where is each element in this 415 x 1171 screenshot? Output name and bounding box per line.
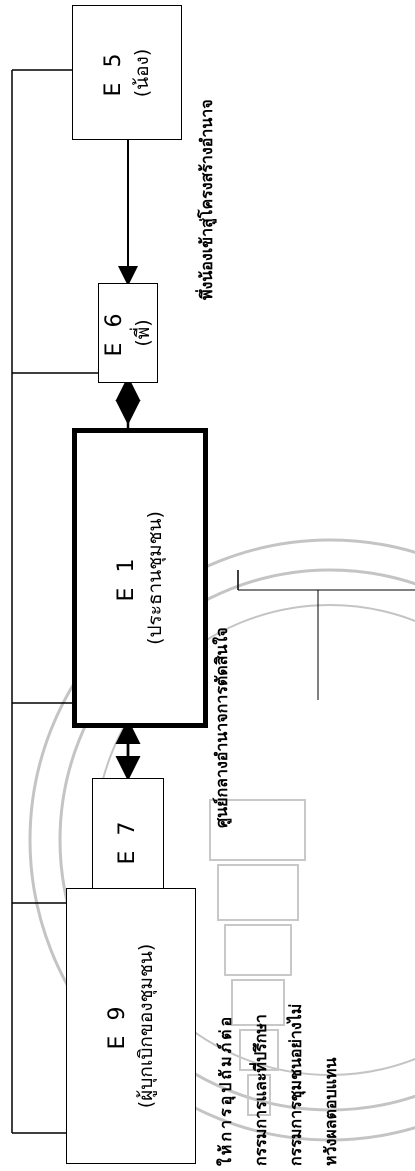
note-e9-line2: กรรมการและที่ปรึกษา — [251, 1014, 270, 1166]
node-e6-code: E 6 — [102, 309, 127, 357]
node-e6-role: (พี่) — [132, 319, 154, 347]
node-e1-code: E 1 — [114, 554, 139, 602]
note-e5-e6: พึ่งน้องเข้าสู่โครงสร้างอำนาจ — [197, 99, 216, 300]
node-e5-code: E 5 — [101, 49, 126, 96]
note-e1: ศูนย์กลางอำนาจการตัดสินใจ — [212, 627, 231, 828]
note-e9-line3: กรรมการชุมชนอย่างไม่ — [286, 1003, 305, 1166]
node-e6: E 6 (พี่) — [98, 283, 158, 383]
node-e7-code: E 7 — [115, 817, 140, 865]
node-e5: E 5 (น้อง) — [72, 5, 182, 140]
node-e5-role: (น้อง) — [131, 48, 153, 97]
node-e9-role: (ผู้บุกเบิกของชุมชน) — [135, 943, 157, 1109]
node-e7: E 7 — [92, 778, 164, 904]
node-e9-code: E 9 — [105, 1002, 130, 1050]
node-e1-role: (ประธานชุมชน) — [144, 511, 166, 645]
note-e9-line1: ให้การอุปถัมภ์ต่อ — [216, 1013, 235, 1166]
node-e9: E 9 (ผู้บุกเบิกของชุมชน) — [66, 888, 196, 1164]
note-e9-line4: หวังผลตอบแทน — [321, 1057, 340, 1166]
node-e1: E 1 (ประธานชุมชน) — [72, 428, 208, 728]
